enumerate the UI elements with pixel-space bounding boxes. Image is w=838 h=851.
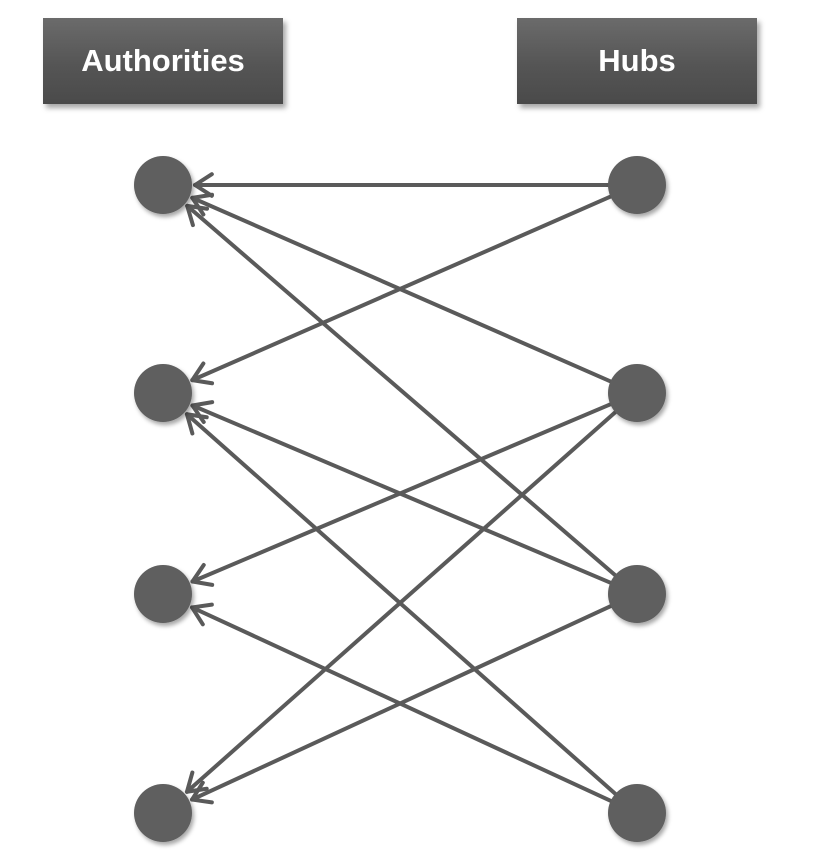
- edge-line: [190, 403, 615, 586]
- edge-h3-a1: [185, 203, 619, 579]
- arrowhead: [190, 602, 214, 627]
- hub-node-h1: [608, 156, 666, 214]
- arrowhead: [190, 361, 215, 386]
- edge-h4-a3: [190, 602, 615, 804]
- edge-h2-a4: [184, 408, 619, 794]
- authority-node-a1: [134, 156, 192, 214]
- hubs-header-label: Hubs: [598, 43, 676, 78]
- authorities-header-label: Authorities: [81, 43, 245, 78]
- nodes-layer: [134, 156, 666, 842]
- edge-line: [190, 605, 615, 804]
- authority-node-a4: [134, 784, 192, 842]
- edge-line: [184, 412, 619, 798]
- arrowhead: [190, 562, 215, 587]
- hubs-header: Hubs: [517, 18, 757, 104]
- edges-layer: [184, 172, 619, 805]
- hub-node-h4: [608, 784, 666, 842]
- authority-node-a3: [134, 565, 192, 623]
- edge-h1-a1: [193, 172, 612, 198]
- edge-h4-a2: [184, 412, 619, 798]
- edge-line: [184, 408, 619, 794]
- edge-line: [190, 195, 615, 385]
- arrowhead: [193, 172, 214, 198]
- arrowhead: [190, 780, 214, 805]
- arrowhead: [185, 203, 210, 228]
- hub-node-h2: [608, 364, 666, 422]
- edge-line: [185, 203, 619, 579]
- authority-node-a2: [134, 364, 192, 422]
- hub-node-h3: [608, 565, 666, 623]
- authorities-header: Authorities: [43, 18, 283, 104]
- arrowhead: [184, 412, 209, 436]
